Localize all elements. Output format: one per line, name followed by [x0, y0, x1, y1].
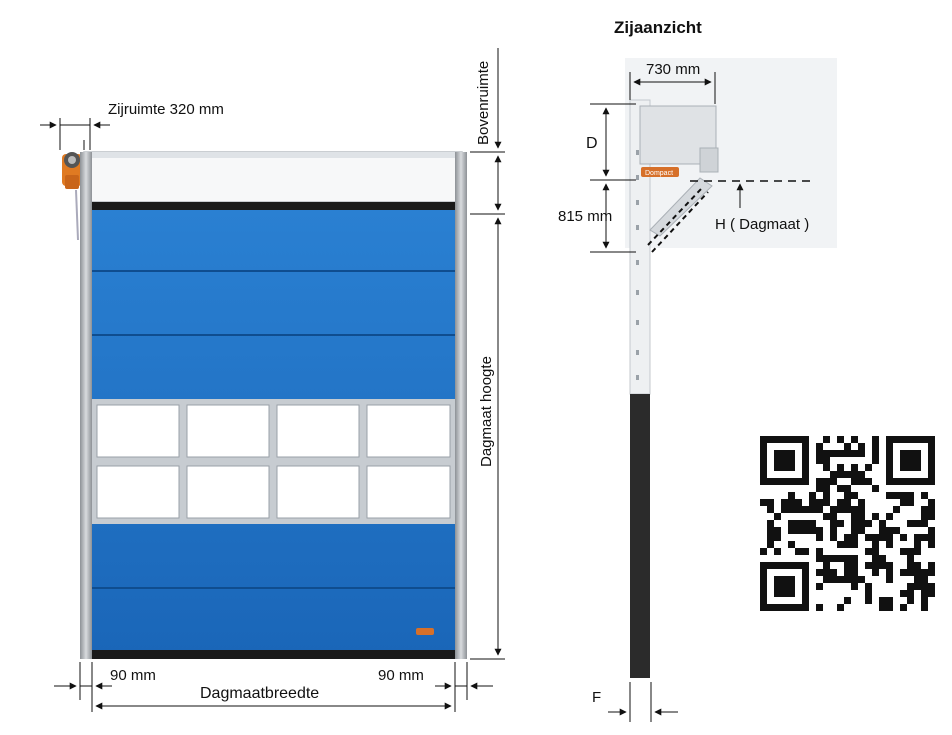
depth-label: 730 mm	[646, 61, 700, 78]
side-brand-badge	[641, 167, 679, 177]
motor-icon	[62, 152, 82, 241]
right-rail	[455, 152, 467, 659]
clear-height-label: Dagmaat hoogte	[478, 356, 495, 467]
side-view-title: Zijaanzicht	[614, 18, 702, 37]
right-offset-label: 90 mm	[378, 667, 424, 684]
headroom-label: Bovenruimte	[475, 61, 492, 145]
h-label: H ( Dagmaat )	[715, 216, 809, 233]
qr-code-icon	[754, 430, 941, 617]
d-label: D	[586, 135, 598, 152]
brand-badge	[416, 628, 434, 635]
window-section	[92, 399, 455, 524]
column-base	[630, 394, 650, 678]
side-clearance-label: Zijruimte 320 mm	[108, 101, 224, 118]
side-view: Zijaanzicht Dompact 730 mm	[558, 18, 837, 722]
front-view: Zijruimte 320 mm Bovenruimte Dagmaat hoo…	[40, 48, 505, 712]
clear-width-label: Dagmaatbreedte	[200, 685, 319, 702]
height-label: 815 mm	[558, 208, 612, 225]
f-label: F	[592, 689, 601, 706]
left-rail	[80, 152, 92, 659]
svg-text:Dompact: Dompact	[645, 170, 673, 177]
roller-box	[83, 151, 463, 203]
left-offset-label: 90 mm	[110, 667, 156, 684]
